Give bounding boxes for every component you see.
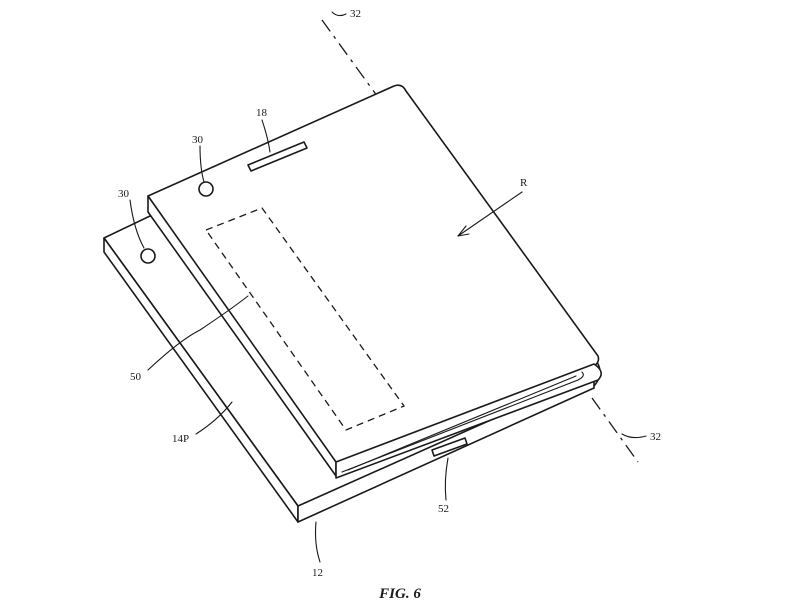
label-housing: 12 [312,567,323,579]
upper-panel [147,84,602,479]
fold-axis [321,19,639,463]
hinge-slot [347,375,577,471]
reference-labels: 32 32 18 30 30 R 50 14P 52 12 [118,8,661,579]
sensor-icon-upper [198,181,214,197]
label-window: 50 [130,371,142,383]
sensor-icon-lower [140,248,156,264]
label-sensor-upper: 30 [192,134,204,146]
label-sensor-lower: 30 [118,188,130,200]
label-lower-panel: 14P [172,433,189,445]
label-port: 52 [438,503,449,515]
port-slot [431,437,468,457]
window-region-50 [204,207,406,431]
speaker-slot [247,141,308,172]
leader-lines [129,11,647,563]
label-region: R [520,177,528,189]
label-slot-top: 18 [256,107,268,119]
figure-caption: FIG. 6 [378,586,421,602]
region-arrow [457,191,523,237]
label-axis-top: 32 [350,8,361,20]
label-axis-bottom: 32 [650,431,661,443]
